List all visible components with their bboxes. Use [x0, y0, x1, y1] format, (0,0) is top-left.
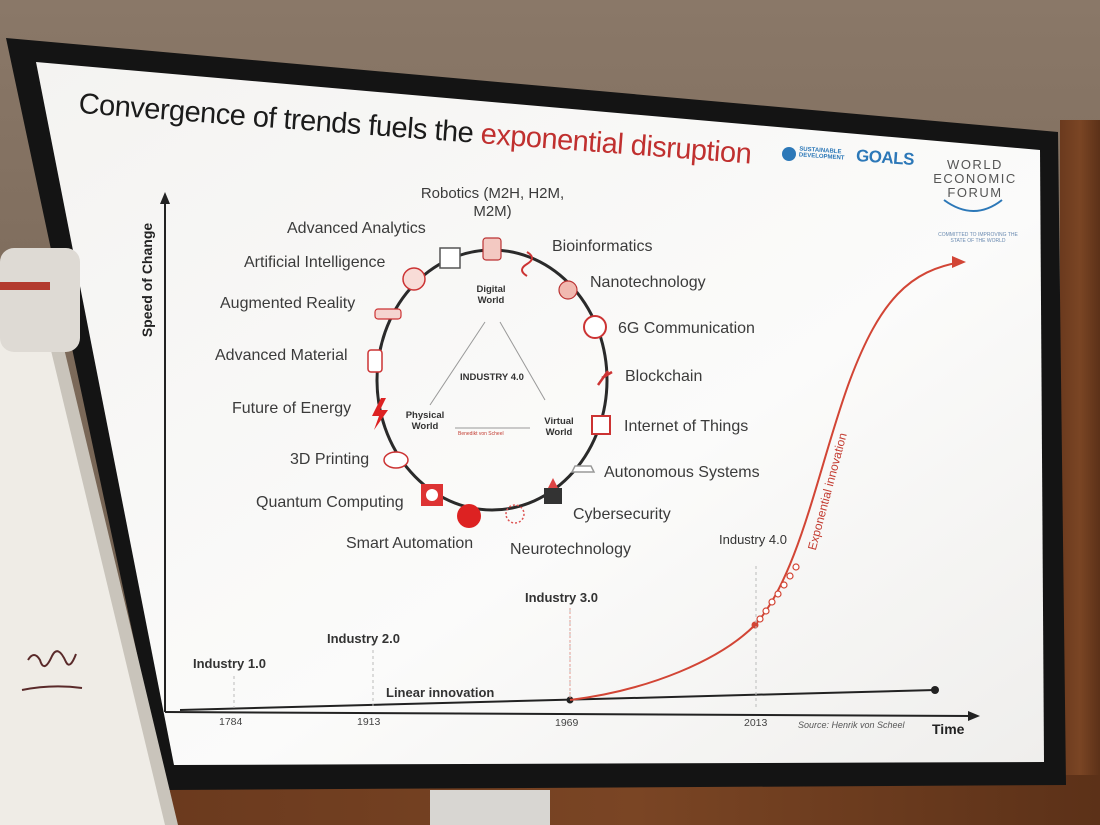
year-1913: 1913 [357, 716, 381, 728]
trend-quantum-computing: Quantum Computing [256, 494, 404, 511]
wef-line-1: WORLD [947, 157, 1003, 172]
sdg-goals-logo: GOALS [855, 146, 915, 169]
inner-triangle [429, 321, 546, 429]
x-axis-label: Time [932, 721, 965, 737]
energy-bolt-icon [372, 398, 388, 430]
year-1784: 1784 [219, 716, 243, 728]
handwriting [21, 650, 83, 691]
analytics-icon [439, 247, 461, 269]
linear-innovation-line [179, 689, 936, 711]
trend-cybersecurity: Cybersecurity [573, 506, 671, 523]
trend-advanced-analytics: Advanced Analytics [287, 220, 426, 237]
source-credit: Source: Henrik von Scheel [798, 720, 905, 730]
trend-artificial-intelligence: Artificial Intelligence [244, 254, 386, 271]
trend-6g-communication: 6G Communication [618, 320, 755, 337]
x-axis-arrow [968, 711, 980, 721]
physical-world-label: Physical World [405, 410, 445, 432]
printing-icon [383, 451, 409, 469]
era-industry-3: Industry 3.0 [525, 590, 598, 605]
communication-icon [583, 315, 607, 339]
trend-bioinformatics: Bioinformatics [552, 238, 653, 255]
nanotechnology-icon [558, 280, 578, 300]
wef-tagline: COMMITTED TO IMPROVING THE STATE OF THE … [938, 232, 1018, 244]
flipchart-clip-stripe [0, 282, 50, 290]
monitor-stand [430, 790, 550, 825]
autonomous-icon [570, 465, 596, 473]
trend-smart-automation: Smart Automation [346, 535, 474, 552]
wef-line-3: FORUM [947, 185, 1003, 200]
ai-brain-icon [402, 267, 426, 291]
linear-end-dot [931, 686, 939, 694]
screen-surface [36, 62, 1044, 765]
virtual-world-label: Virtual World [544, 416, 574, 438]
robotics-icon [482, 237, 502, 261]
x-axis [164, 711, 973, 717]
flipchart-edge [48, 338, 178, 825]
trend-advanced-material: Advanced Material [215, 347, 348, 364]
era-industry-4: Industry 4.0 [719, 532, 787, 547]
trend-augmented-reality: Augmented Reality [220, 295, 356, 312]
iot-icon [591, 415, 611, 435]
y-axis-arrow [160, 192, 170, 204]
wef-line-2: ECONOMIC [933, 171, 1017, 186]
wef-logo: WORLD ECONOMIC FORUM [930, 158, 1020, 200]
wood-panel-right [1060, 120, 1100, 825]
year-1969: 1969 [555, 717, 579, 729]
un-globe-icon [782, 147, 796, 161]
era-guides [233, 566, 757, 708]
era-industry-2: Industry 2.0 [327, 631, 400, 646]
exponential-curve [569, 261, 963, 701]
industry4-dot [751, 621, 759, 629]
linear-innovation-label: Linear innovation [386, 685, 495, 700]
trend-3d-printing: 3D Printing [290, 451, 370, 468]
wheel-credit: Benedikt von Scheel [458, 431, 504, 437]
flipchart-board [0, 330, 175, 825]
cybersecurity-flame-icon [548, 478, 558, 488]
trend-autonomous-systems: Autonomous Systems [604, 464, 760, 481]
y-axis-label: Speed of Change [139, 222, 156, 338]
ar-headset-icon [374, 308, 402, 320]
exponential-arrow [952, 256, 966, 268]
bioinformatics-icon [521, 251, 533, 277]
flipchart-clip [0, 248, 80, 352]
era-industry-1: Industry 1.0 [193, 656, 266, 671]
trend-robotics: Robotics (M2H, H2M, M2M) [420, 185, 565, 220]
exponential-beads [756, 563, 800, 623]
industry-center-label: INDUSTRY 4.0 [460, 372, 524, 383]
trend-future-of-energy: Future of Energy [232, 400, 352, 417]
trend-nanotechnology: Nanotechnology [590, 274, 706, 291]
year-2013: 2013 [744, 717, 768, 729]
cybersecurity-icon [544, 488, 562, 504]
trend-neurotechnology: Neurotechnology [510, 541, 631, 558]
ring-icons [367, 237, 613, 528]
neurotechnology-icon [505, 504, 525, 524]
blockchain-icon [596, 370, 613, 386]
quantum-core-icon [426, 489, 438, 501]
trend-blockchain: Blockchain [625, 368, 703, 385]
wef-arc [943, 199, 1003, 212]
digital-world-label: Digital World [476, 284, 506, 306]
trend-internet-of-things: Internet of Things [624, 418, 749, 435]
smart-automation-icon [457, 504, 481, 528]
material-icon [367, 349, 383, 373]
